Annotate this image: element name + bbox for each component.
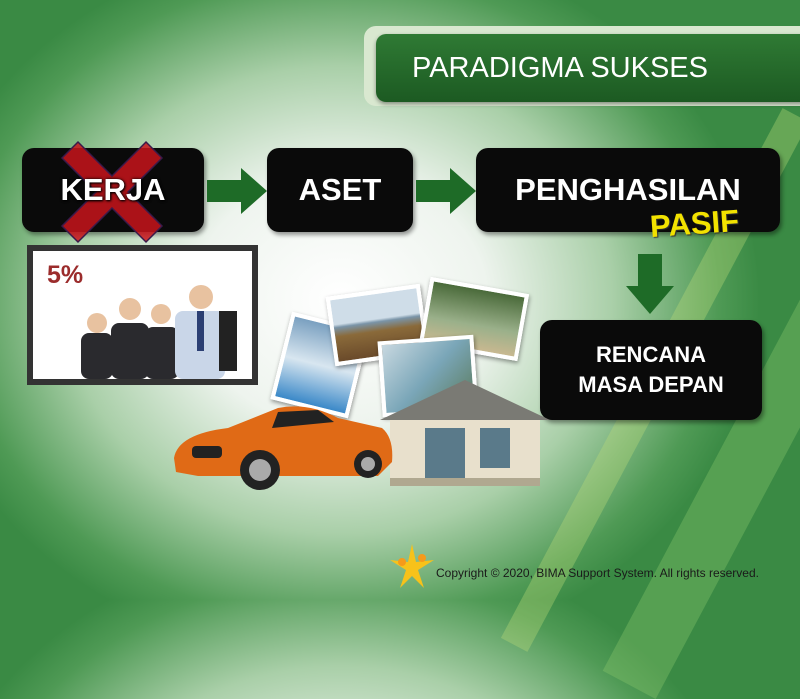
arrow-right-icon (416, 168, 476, 214)
rencana-box: RENCANA MASA DEPAN (540, 320, 762, 420)
car-image (174, 406, 393, 490)
kerja-label-wrap: KERJA (22, 148, 204, 232)
slide-title: PARADIGMA SUKSES (376, 34, 800, 102)
percent-label: 5% (47, 261, 84, 289)
kerja-label: KERJA (60, 172, 166, 207)
bima-logo-icon (390, 544, 434, 588)
aset-label: ASET (298, 172, 382, 207)
penghasilan-label: PENGHASILAN (515, 172, 741, 207)
rencana-line1: RENCANA (596, 342, 706, 367)
pasif-label: PASIF (648, 202, 741, 245)
aset-box: ASET (267, 148, 413, 232)
arrow-down-icon (626, 254, 674, 314)
arrow-right-icon (207, 168, 267, 214)
people-card: 5% (27, 245, 258, 385)
business-people-image (81, 285, 237, 379)
copyright-text: Copyright © 2020, BIMA Support System. A… (436, 566, 759, 580)
house-image (380, 380, 550, 486)
penghasilan-box: PENGHASILAN (476, 148, 780, 232)
rencana-line2: MASA DEPAN (578, 372, 724, 397)
cross-icon (60, 140, 164, 244)
